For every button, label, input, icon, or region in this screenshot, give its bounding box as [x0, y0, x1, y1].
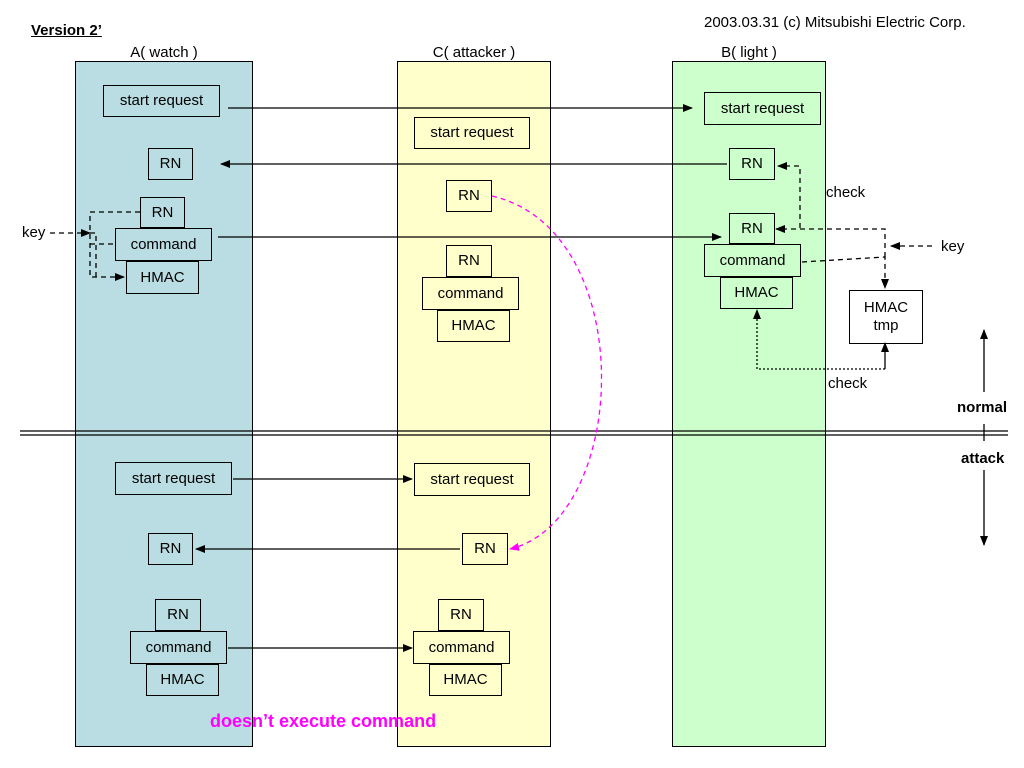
check-label-top: check — [826, 184, 866, 201]
attack-attacker-start-request-box: start request — [414, 463, 530, 496]
attack-attacker-hmac-box: HMAC — [429, 664, 502, 696]
attack-watch-command-box: command — [130, 631, 227, 664]
attack-watch-rn-box: RN — [148, 533, 193, 565]
column-header-attacker: C( attacker ) — [432, 44, 516, 61]
hmac-tmp-line2: tmp — [873, 317, 899, 334]
key-label-left: key — [22, 224, 46, 241]
watch-rn-received-box: RN — [148, 148, 193, 180]
normal-label: normal — [957, 399, 1008, 416]
column-attacker — [397, 61, 551, 747]
attacker-rn2-box: RN — [446, 245, 492, 277]
attack-attacker-rn2-box: RN — [438, 599, 484, 631]
version-label: Version 2’ — [31, 22, 102, 39]
attack-attacker-rn-box: RN — [462, 533, 508, 565]
column-watch — [75, 61, 253, 747]
attack-watch-rn2-box: RN — [155, 599, 201, 631]
light-hmac-tmp-box: HMAC tmp — [849, 290, 923, 344]
watch-start-request-box: start request — [103, 85, 220, 117]
light-rn-box: RN — [729, 148, 775, 180]
check-label-bottom: check — [828, 375, 868, 392]
column-header-watch: A( watch ) — [130, 44, 198, 61]
watch-hmac-box: HMAC — [126, 261, 199, 294]
attack-watch-start-request-box: start request — [115, 462, 232, 495]
light-start-request-box: start request — [704, 92, 821, 125]
column-header-light: B( light ) — [721, 44, 777, 61]
light-command-box: command — [704, 244, 801, 277]
attack-attacker-command-box: command — [413, 631, 510, 664]
attacker-hmac-box: HMAC — [437, 310, 510, 342]
attacker-start-request-box: start request — [414, 117, 530, 149]
attack-watch-hmac-box: HMAC — [146, 664, 219, 696]
column-light — [672, 61, 826, 747]
light-hmac-box: HMAC — [720, 277, 793, 309]
copyright-text: 2003.03.31 (c) Mitsubishi Electric Corp. — [704, 14, 966, 31]
attack-label: attack — [961, 450, 1005, 467]
hmac-tmp-line1: HMAC — [863, 299, 909, 316]
result-note: doesn’t execute command — [210, 711, 437, 731]
watch-command-box: command — [115, 228, 212, 261]
attacker-rn-box: RN — [446, 180, 492, 212]
watch-rn-box: RN — [140, 197, 185, 228]
light-rn2-box: RN — [729, 213, 775, 244]
key-label-right: key — [941, 238, 965, 255]
attacker-command-box: command — [422, 277, 519, 310]
